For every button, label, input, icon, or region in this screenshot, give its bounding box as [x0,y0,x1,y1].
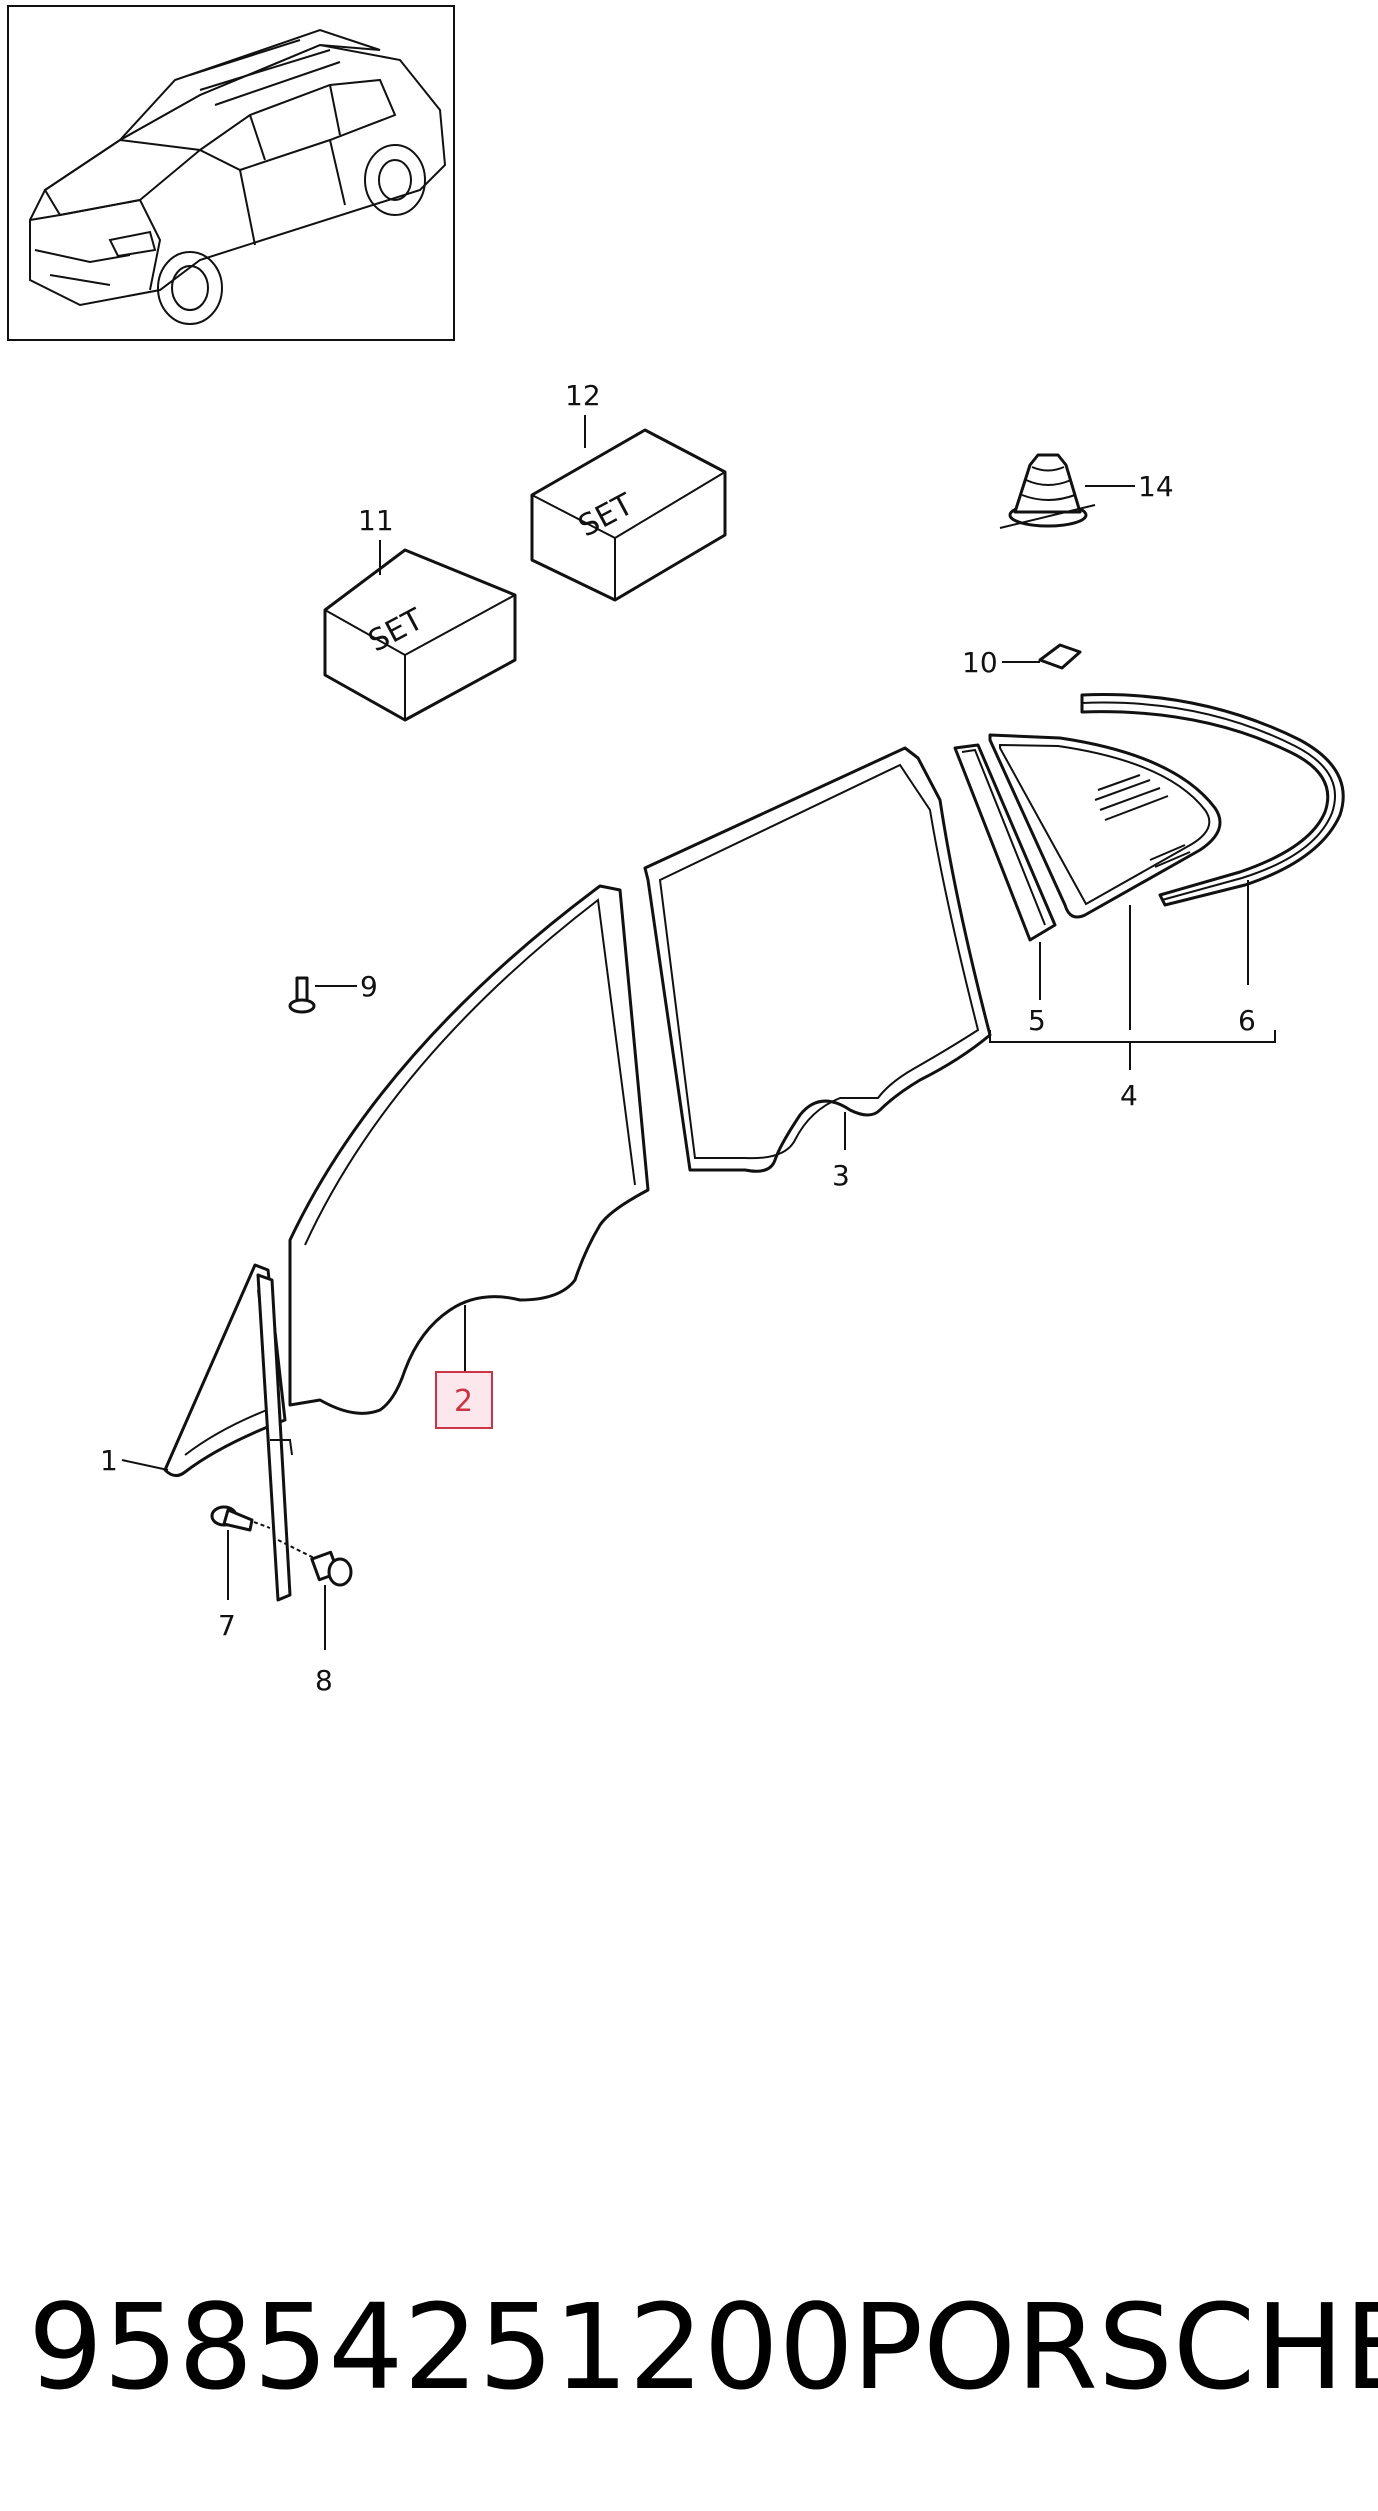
part-number: 95854251200 [28,2278,854,2416]
parts-diagram: SET 11 SET 12 14 10 [7,5,1345,1697]
front-door-glass-2: 2 [288,884,650,1429]
callout-4: 4 [1120,1079,1138,1112]
guide-rail [256,1273,293,1602]
divider-strip-5 [953,743,1057,1000]
callout-10: 10 [962,646,998,679]
bolt-9: 9 [288,970,378,1014]
callout-6: 6 [1238,1004,1256,1037]
grommet-14: 14 [999,453,1174,529]
bolt-7: 7 [210,1505,271,1642]
callout-2: 2 [454,1384,473,1419]
nut-8: 8 [277,1539,353,1697]
quarter-glass-4 [988,733,1222,1030]
callout-9: 9 [360,970,378,1003]
rear-door-glass-3: 3 [643,746,992,1192]
brand-name: PORSCHE [852,2278,1378,2416]
callout-5: 5 [1028,1004,1046,1037]
callout-7: 7 [218,1609,236,1642]
vehicle-thumbnail [7,5,455,341]
callout-1: 1 [100,1444,118,1477]
callout-3: 3 [832,1159,850,1192]
set-box-12: SET 12 [530,379,727,602]
clip-10: 10 [962,643,1082,679]
callout-14: 14 [1138,470,1174,503]
callout-8: 8 [315,1664,333,1697]
seal-strip-6 [1080,693,1345,985]
callout-2-highlight [435,1371,493,1429]
callout-11: 11 [358,504,394,537]
suv-illustration [29,28,447,325]
set-box-11: SET 11 [323,504,517,722]
caption: 95854251200 PORSCHE [0,2278,1378,2438]
group-bracket-4: 5 6 4 [989,1004,1276,1112]
front-quarter-glass-1: 1 [100,1263,287,1477]
callout-12: 12 [565,379,601,412]
